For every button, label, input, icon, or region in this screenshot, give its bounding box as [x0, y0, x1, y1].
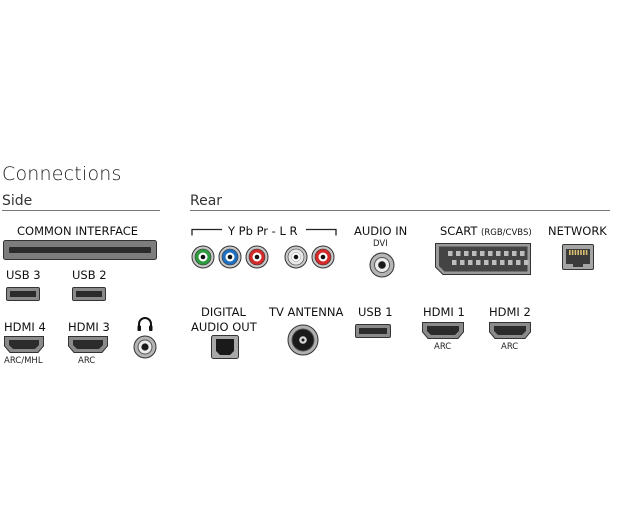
scart-pin — [476, 260, 481, 265]
hdmi2-port-icon — [489, 322, 531, 339]
y-green-jack-icon — [191, 245, 215, 269]
hdmi3-port-icon — [68, 336, 108, 353]
r-red-jack-icon — [311, 245, 335, 269]
usb3-port-icon — [6, 287, 40, 301]
side-divider — [2, 210, 160, 211]
scart-pin — [484, 260, 489, 265]
tv-antenna-label: TV ANTENNA — [269, 305, 344, 319]
hdmi2-sub-label: ARC — [501, 342, 519, 352]
hdmi1-port-icon — [422, 322, 464, 339]
usb2-port-icon — [72, 287, 106, 301]
audio-out-label: AUDIO OUT — [191, 320, 257, 334]
hdmi2-label: HDMI 2 — [489, 305, 531, 319]
ypbpr-bracket-right — [306, 228, 337, 236]
network-port-icon — [562, 244, 594, 270]
usb1-label: USB 1 — [358, 305, 393, 319]
scart-label: SCART (RGB/CVBS) — [440, 224, 532, 238]
rear-divider — [190, 210, 610, 211]
scart-pin — [452, 260, 457, 265]
audio-in-jack-icon — [369, 252, 395, 278]
side-heading: Side — [2, 193, 33, 209]
hdmi3-sub-label: ARC — [78, 356, 96, 366]
hdmi1-sub-label: ARC — [434, 342, 452, 352]
digital-label: DIGITAL — [201, 305, 246, 319]
scart-pin — [504, 251, 509, 256]
scart-pin — [456, 251, 461, 256]
scart-pin — [488, 251, 493, 256]
scart-sub-label: (RGB/CVBS) — [481, 228, 532, 238]
scart-pin — [448, 251, 453, 256]
scart-pin — [500, 260, 505, 265]
usb1-port-icon — [355, 324, 391, 338]
ypbpr-label: Y Pb Pr - L R — [228, 224, 298, 238]
audio-in-label: AUDIO IN — [354, 224, 408, 238]
scart-pin — [460, 260, 465, 265]
common-interface-label: COMMON INTERFACE — [17, 224, 139, 238]
hdmi4-port-icon — [4, 336, 44, 353]
scart-pin — [512, 251, 517, 256]
antenna-port-icon — [287, 324, 319, 356]
rear-heading: Rear — [190, 193, 223, 209]
scart-pin — [472, 251, 477, 256]
headphone-icon — [137, 317, 153, 331]
ypbpr-bracket-left — [191, 228, 222, 236]
optical-port-icon — [211, 335, 239, 359]
scart-pin — [516, 260, 521, 265]
common-interface-slot-icon — [3, 240, 157, 260]
hdmi4-sub-label: ARC/MHL — [4, 356, 43, 366]
scart-pin — [520, 251, 525, 256]
pb-blue-jack-icon — [218, 245, 242, 269]
l-white-jack-icon — [284, 245, 308, 269]
headphone-jack-icon — [133, 335, 157, 359]
scart-pin — [508, 260, 513, 265]
scart-main-label: SCART — [440, 224, 478, 238]
scart-pin — [496, 251, 501, 256]
scart-pin — [480, 251, 485, 256]
scart-port-icon — [435, 243, 531, 275]
audio-in-sub-label: DVI — [373, 239, 388, 249]
scart-pin — [524, 260, 529, 265]
hdmi1-label: HDMI 1 — [423, 305, 465, 319]
scart-pin — [468, 260, 473, 265]
hdmi3-label: HDMI 3 — [68, 320, 110, 334]
network-label: NETWORK — [548, 224, 607, 238]
scart-pin — [492, 260, 497, 265]
pr-red-jack-icon — [245, 245, 269, 269]
scart-pin — [464, 251, 469, 256]
usb2-label: USB 2 — [72, 268, 107, 282]
hdmi4-label: HDMI 4 — [4, 320, 46, 334]
page-title: Connections — [2, 163, 122, 185]
usb3-label: USB 3 — [6, 268, 41, 282]
